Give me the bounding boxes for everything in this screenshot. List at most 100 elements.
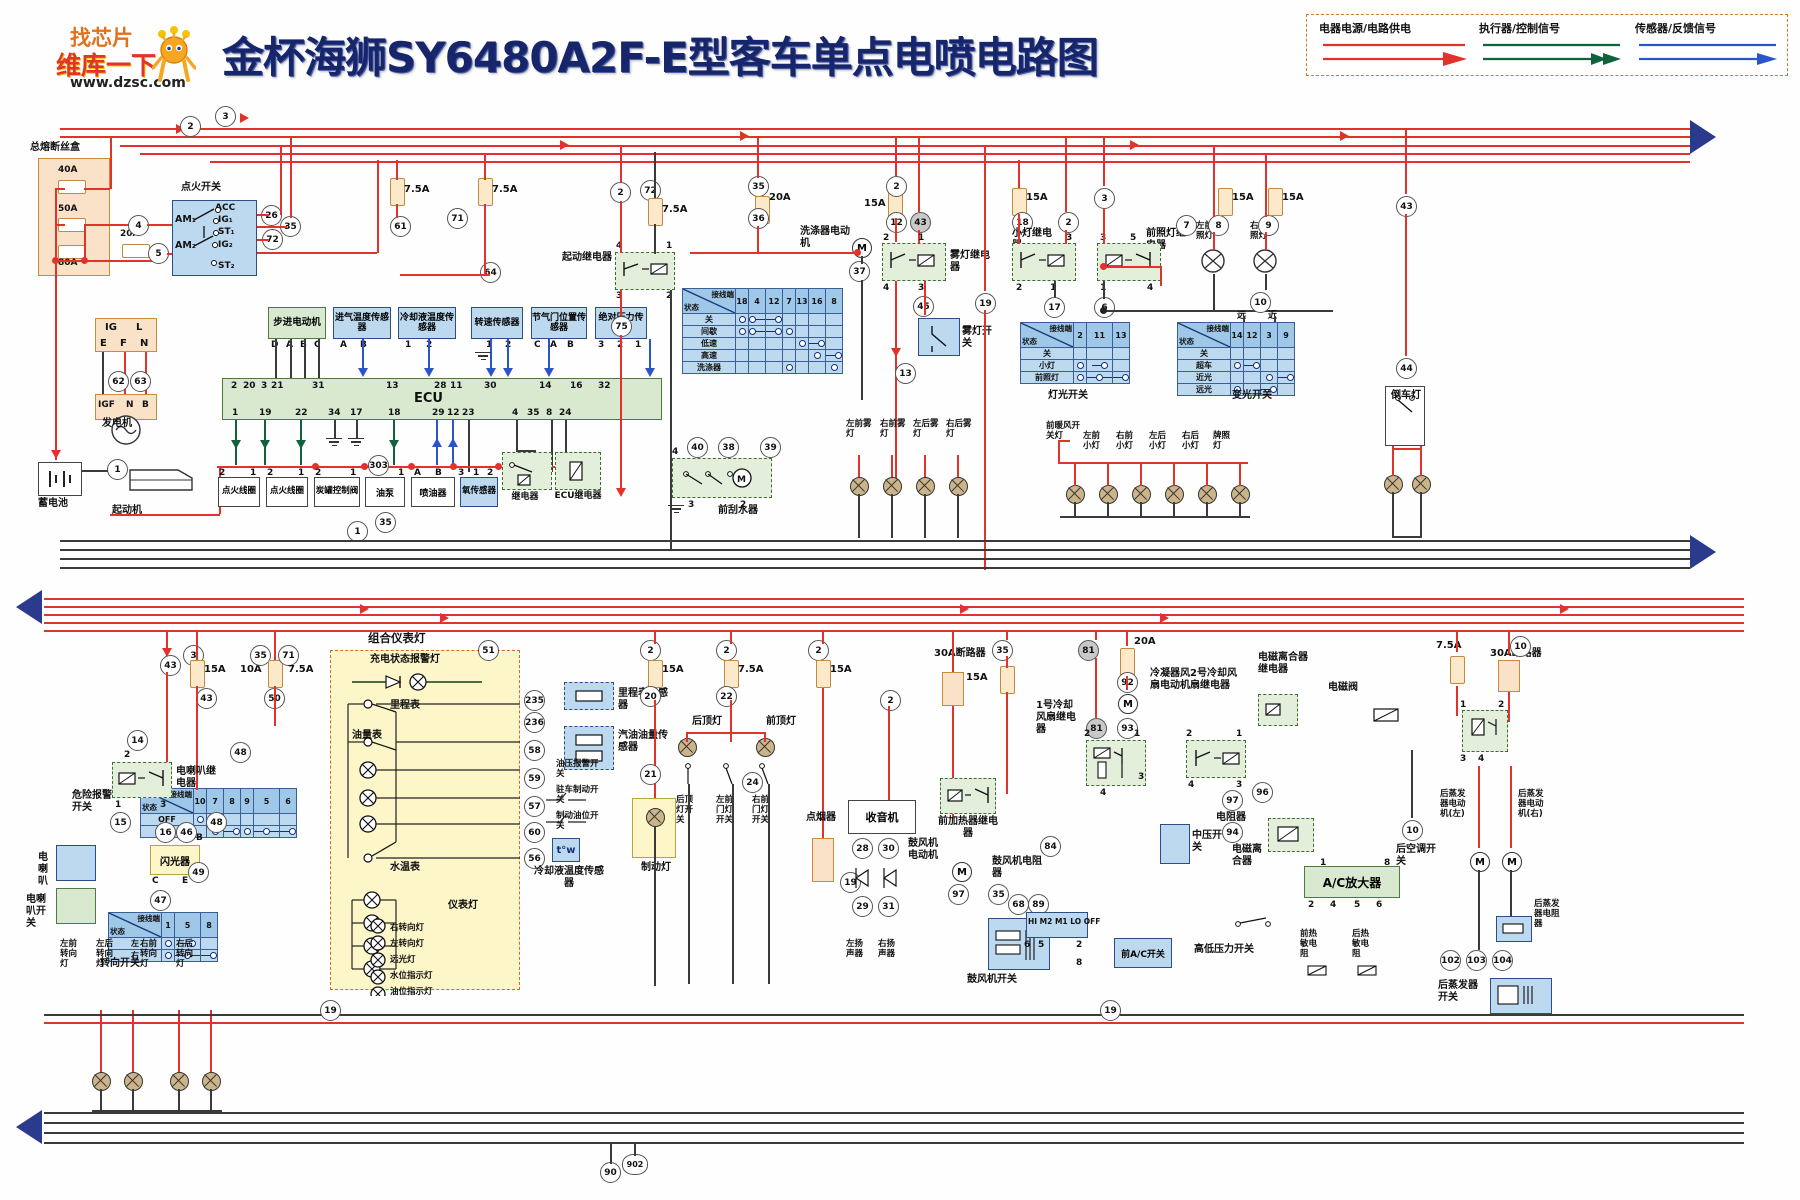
radio[interactable]: 收音机: [848, 800, 916, 834]
reverse-lamp-switch-symbol: [1395, 395, 1415, 413]
table-row[interactable]: 小灯: [1020, 359, 1130, 372]
blower-switch-codes[interactable]: [1026, 912, 1088, 938]
wire: [84, 224, 149, 226]
pin: 2: [219, 468, 226, 478]
odo-sensor-symbol: [575, 690, 603, 702]
pressure-switch-title: 高低压力开关: [1194, 944, 1254, 955]
arrow: [1130, 140, 1139, 150]
brake-lamp-title: 制动灯: [641, 862, 671, 873]
junction: [408, 463, 415, 470]
wire: [1126, 676, 1128, 690]
wire: [764, 732, 766, 742]
table-row[interactable]: 超车: [1177, 359, 1295, 372]
connector-tag-21: 21: [640, 764, 661, 785]
ecu-pin: 31: [312, 381, 325, 391]
cluster-item-7: 远光灯: [390, 955, 416, 965]
table-cell: [1086, 359, 1113, 372]
mid-pressure-switch[interactable]: [1160, 824, 1190, 864]
actuator-label: 喷油器: [419, 488, 447, 499]
connector-tag-97: 97: [1222, 790, 1243, 811]
table-row[interactable]: 高速: [682, 349, 843, 362]
wire: [82, 470, 108, 472]
table-cell: [795, 361, 809, 374]
wire: [257, 226, 287, 228]
horn-switch[interactable]: [56, 888, 96, 924]
connector-tag-16: 16: [155, 822, 176, 843]
rear-evap-switch-symbol: [1497, 985, 1533, 1005]
wire: [484, 153, 486, 180]
connector-tag-8: 8: [1208, 215, 1229, 236]
arrow: [560, 140, 569, 150]
fuse-label: 15A: [1282, 192, 1304, 203]
table-cell: [1086, 371, 1113, 384]
fuel-sensor-title: 汽油油量传感器: [618, 730, 668, 753]
table-col-header: 12: [1243, 322, 1261, 348]
switch-label-0: 油压报警开关: [556, 759, 599, 779]
arrow: [440, 613, 449, 623]
fog-lamp-label-1: 右前雾灯: [880, 419, 906, 439]
wire: [822, 630, 824, 644]
table-row[interactable]: 前照灯: [1020, 371, 1130, 384]
wire: [952, 706, 954, 818]
table-row[interactable]: 左: [108, 937, 218, 950]
logo-line3: www.dzsc.com: [70, 75, 186, 91]
bus-rail: [60, 558, 1690, 560]
wire: [507, 339, 509, 369]
wire: [468, 420, 470, 472]
connector-tag-39: 39: [760, 437, 781, 458]
ac-switch[interactable]: 前A/C开关: [1114, 938, 1172, 968]
bus-rail: [60, 540, 1690, 542]
table-row[interactable]: 关: [1020, 347, 1130, 360]
ground-symbol: [668, 505, 684, 514]
table-cell: [200, 937, 218, 950]
table-row[interactable]: 右: [108, 949, 218, 962]
bus-rail: [140, 153, 1690, 155]
wire: [1392, 492, 1394, 538]
pin: 2: [1016, 283, 1023, 293]
table-row[interactable]: 低速: [682, 337, 843, 350]
flasher-label: 闪光器: [160, 856, 190, 868]
cluster-tag-236: 236: [524, 712, 545, 733]
table-cell: [1243, 347, 1261, 360]
wire: [924, 281, 926, 315]
ecu-pin: 19: [259, 408, 272, 418]
wire: [178, 1010, 180, 1072]
fuse-15a-lower: [190, 660, 205, 688]
table-row[interactable]: 关: [1177, 347, 1295, 360]
arrow: [448, 438, 458, 447]
arrow: [240, 113, 249, 123]
wire: [100, 1010, 102, 1072]
wire: [1103, 281, 1105, 299]
table-cell: [765, 337, 783, 350]
fuel-sensor: [564, 726, 614, 770]
junction: [450, 463, 457, 470]
wire: [1456, 630, 1458, 652]
arrow: [1340, 131, 1349, 141]
pin: 4: [1100, 788, 1107, 798]
fuse-label: 7.5A: [404, 184, 430, 195]
rear-ac-switch-title: 后空调开关: [1396, 844, 1436, 867]
fog-lamp-relay: [882, 243, 946, 281]
horn: [56, 845, 96, 881]
right-door-switch-title: 右前门灯开关: [752, 795, 770, 825]
wire: [1140, 462, 1142, 486]
turn-switch-title: 转向开关: [100, 958, 140, 969]
wire: [984, 145, 986, 291]
table-row[interactable]: 远光: [1177, 383, 1295, 396]
wire: [730, 700, 732, 742]
flasher-pin-c: C: [152, 876, 159, 886]
rear-evap-relay-symbol: [1471, 718, 1497, 736]
table-row[interactable]: 洗涤器: [682, 361, 843, 374]
connector-tag-15: 15: [110, 812, 131, 833]
table-row[interactable]: 近光: [1177, 371, 1295, 384]
arrow: [616, 488, 626, 497]
table-row-header: 间歇: [682, 325, 736, 338]
table-row[interactable]: 间歇: [682, 325, 843, 338]
table-row[interactable]: 关: [682, 313, 843, 326]
fog-lamp-switch[interactable]: [918, 318, 960, 356]
cigar-lighter[interactable]: [812, 838, 834, 882]
